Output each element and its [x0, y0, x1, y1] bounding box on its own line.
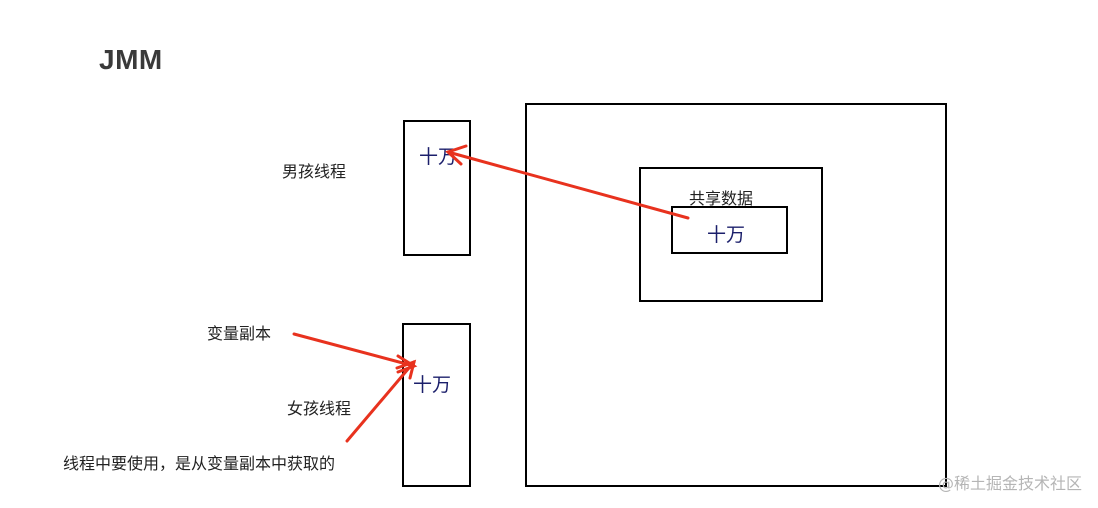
shared-data-label: 共享数据: [689, 189, 754, 208]
girl-thread-label: 女孩线程: [287, 399, 352, 418]
diagram-title: JMM: [99, 44, 163, 75]
girl-thread-copy-value: 十万: [413, 374, 452, 396]
boy-thread-label: 男孩线程: [282, 162, 347, 181]
boy-thread-copy-value: 十万: [419, 146, 458, 168]
usage-note-annotation: 线程中要使用，是从变量副本中获取的: [63, 454, 336, 473]
boy-thread-box: [403, 120, 471, 256]
shared-data-box: [639, 167, 823, 302]
main-memory-box: [525, 103, 947, 487]
variable-copy-annotation: 变量副本: [207, 324, 272, 343]
girl-thread-box: [402, 323, 471, 487]
shared-value: 十万: [707, 224, 746, 246]
arrow-copy-label-to-girl: [292, 332, 416, 368]
shared-value-box: [671, 206, 788, 254]
watermark: @稀土掘金技术社区: [937, 474, 1082, 493]
